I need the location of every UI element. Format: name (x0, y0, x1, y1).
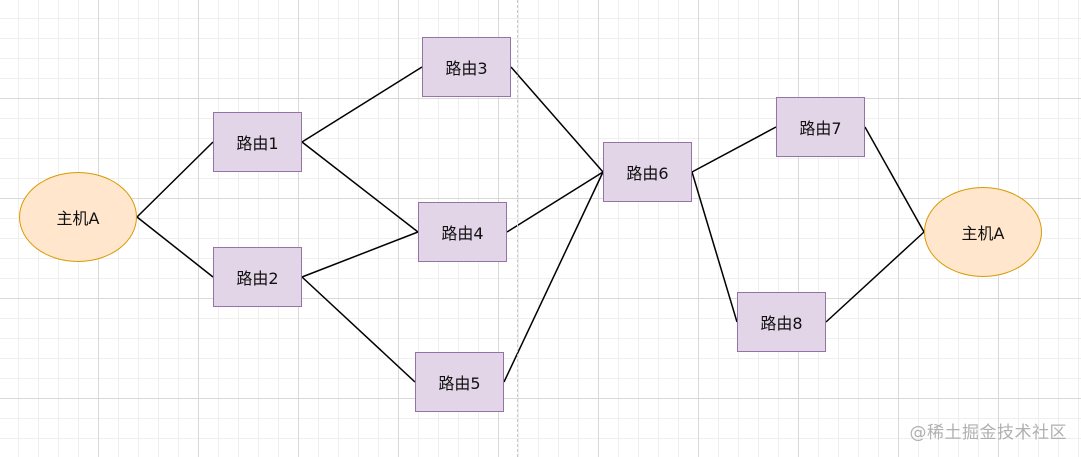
dashed-divider (517, 0, 518, 457)
router-8[interactable]: 路由8 (737, 292, 826, 352)
edge-r6-r8 (691, 171, 738, 323)
host-left[interactable]: 主机A (19, 172, 137, 262)
host-right[interactable]: 主机A (924, 187, 1042, 277)
edge-r5-r6 (503, 171, 604, 383)
edge-r2-r5 (301, 276, 416, 383)
router-3[interactable]: 路由3 (422, 37, 511, 97)
edge-host_left-r1 (136, 141, 214, 218)
edge-host_left-r2 (136, 216, 214, 278)
router-2[interactable]: 路由2 (213, 247, 302, 307)
edge-r1-r4 (301, 141, 419, 233)
router-7[interactable]: 路由7 (776, 97, 865, 157)
router-5[interactable]: 路由5 (415, 352, 504, 412)
router-1[interactable]: 路由1 (213, 112, 302, 172)
edge-r2-r4 (301, 231, 419, 278)
watermark-text: @稀土掘金技术社区 (909, 423, 1067, 443)
edge-r4-r6 (506, 171, 604, 233)
router-4[interactable]: 路由4 (418, 202, 507, 262)
router-6[interactable]: 路由6 (603, 142, 692, 202)
edge-r6-r7 (691, 126, 777, 173)
edge-r1-r3 (301, 66, 423, 143)
edge-r3-r6 (510, 66, 604, 173)
edge-r8-host_right (825, 231, 925, 323)
edge-r7-host_right (864, 126, 925, 233)
